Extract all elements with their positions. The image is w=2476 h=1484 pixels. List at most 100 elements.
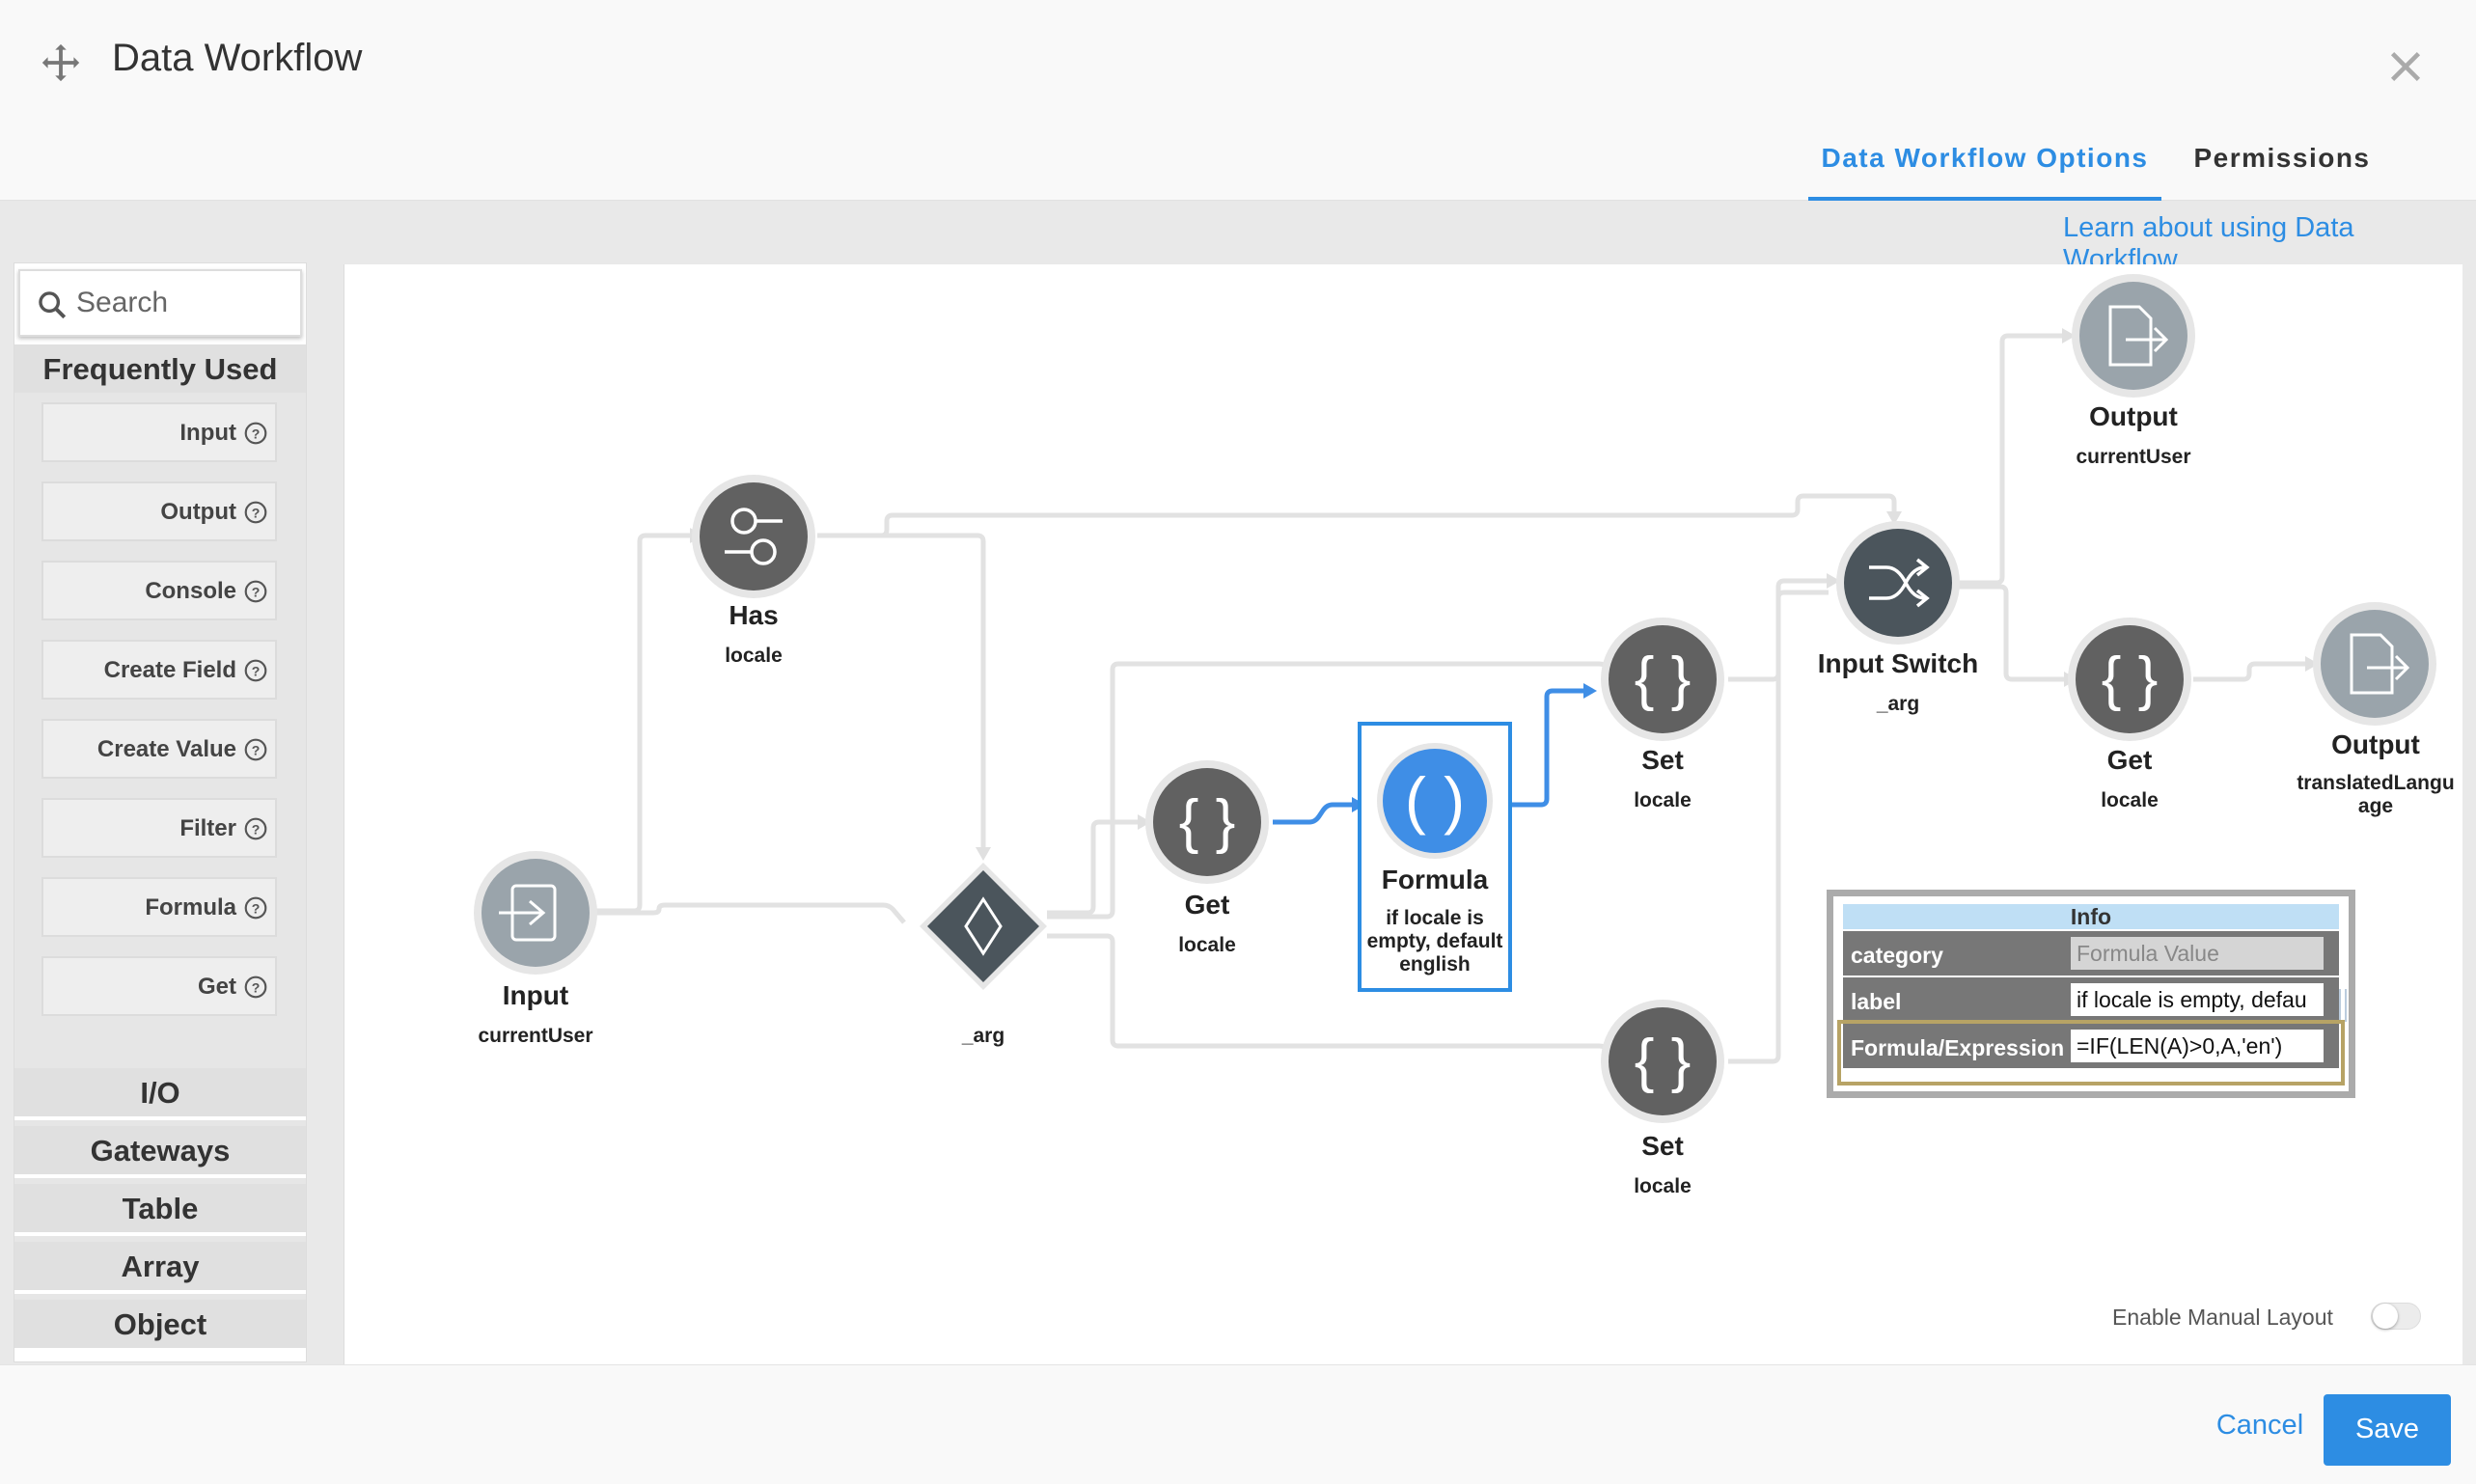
resize-handle[interactable] bbox=[2339, 989, 2347, 1022]
svg-text:?: ? bbox=[252, 742, 261, 757]
node-set2-label[interactable]: Set locale bbox=[1634, 1131, 1692, 1197]
node-get2: { } bbox=[2068, 618, 2191, 741]
dialog-header: Data Workflow Data Workflow Options Perm… bbox=[0, 0, 2476, 201]
info-row-category: category Formula Value bbox=[1843, 931, 2339, 976]
formula-highlight bbox=[1837, 1020, 2345, 1086]
palette-item-filter[interactable]: Filter ? bbox=[41, 798, 277, 858]
svg-text:{ }: { } bbox=[1635, 1028, 1692, 1094]
dialog-title: Data Workflow bbox=[112, 37, 363, 79]
category-gateways[interactable]: Gateways bbox=[14, 1126, 306, 1178]
toggle-knob bbox=[2373, 1304, 2398, 1329]
node-input-switch bbox=[1836, 521, 1960, 645]
label-field[interactable]: if locale is empty, defau bbox=[2071, 983, 2324, 1016]
palette-item-create-field[interactable]: Create Field ? bbox=[41, 640, 277, 700]
wire-set2-switch bbox=[1728, 590, 1829, 1064]
wire-formula-set1 bbox=[1502, 688, 1583, 808]
node-get2-label[interactable]: Get locale bbox=[2101, 745, 2159, 811]
palette-item-label: Output bbox=[160, 499, 236, 525]
wire-gateway-set1 bbox=[1047, 661, 1620, 920]
node-input bbox=[474, 851, 597, 975]
node-output1-label[interactable]: Output currentUser bbox=[2076, 401, 2191, 468]
workflow-canvas[interactable]: { } ( ) { } { } bbox=[344, 264, 2462, 1364]
palette-item-create-value[interactable]: Create Value ? bbox=[41, 719, 277, 779]
svg-text:{ }: { } bbox=[1635, 646, 1692, 712]
info-key: Formula/Expression bbox=[1851, 1035, 2065, 1060]
help-icon[interactable]: ? bbox=[243, 579, 268, 604]
node-has bbox=[692, 475, 815, 598]
palette-item-output[interactable]: Output ? bbox=[41, 481, 277, 541]
manual-layout-label: Enable Manual Layout bbox=[2112, 1305, 2333, 1330]
wire-gateway-get1 bbox=[1047, 819, 1138, 916]
palette-item-input[interactable]: Input ? bbox=[41, 402, 277, 462]
help-icon[interactable]: ? bbox=[243, 816, 268, 841]
node-output2 bbox=[2313, 602, 2436, 726]
manual-layout-toggle[interactable] bbox=[2371, 1303, 2421, 1330]
palette-item-label: Formula bbox=[145, 894, 236, 921]
move-icon[interactable] bbox=[39, 41, 83, 85]
svg-text:?: ? bbox=[252, 900, 261, 916]
help-icon[interactable]: ? bbox=[243, 737, 268, 762]
help-icon[interactable]: ? bbox=[243, 421, 268, 446]
svg-text:?: ? bbox=[252, 584, 261, 599]
learn-data-workflow-link[interactable]: Learn about using Data Workflow bbox=[2063, 212, 2354, 275]
info-row-label: label if locale is empty, defau bbox=[1843, 977, 2339, 1022]
wire-input-gateway bbox=[595, 902, 906, 924]
cancel-button[interactable]: Cancel bbox=[2215, 1410, 2304, 1441]
node-set1: { } bbox=[1601, 618, 1724, 741]
svg-text:{ }: { } bbox=[2102, 646, 2159, 712]
node-gateway-label[interactable]: _arg bbox=[961, 1025, 1005, 1047]
svg-text:?: ? bbox=[252, 663, 261, 678]
category-io[interactable]: I/O bbox=[14, 1068, 306, 1120]
search-box[interactable] bbox=[18, 269, 302, 337]
connection-wires: { } ( ) { } { } bbox=[474, 274, 2436, 1123]
node-formula-label[interactable]: Formula if locale is empty, default engl… bbox=[1366, 865, 1503, 976]
node-get1-label[interactable]: Get locale bbox=[1178, 890, 1236, 956]
svg-text:?: ? bbox=[252, 979, 261, 995]
wire-input-has bbox=[595, 533, 690, 914]
svg-text:?: ? bbox=[252, 505, 261, 520]
info-row-formula: Formula/Expression =IF(LEN(A)>0,A,'en') bbox=[1843, 1024, 2339, 1068]
palette-item-get[interactable]: Get ? bbox=[41, 956, 277, 1016]
wire-has-gateway bbox=[817, 533, 986, 853]
svg-text:?: ? bbox=[252, 426, 261, 441]
node-set1-label[interactable]: Set locale bbox=[1634, 745, 1692, 811]
node-output1 bbox=[2072, 274, 2195, 398]
formula-expression-field[interactable]: =IF(LEN(A)>0,A,'en') bbox=[2071, 1030, 2324, 1062]
node-get1: { } bbox=[1145, 760, 1269, 884]
info-title: Info bbox=[1843, 904, 2339, 929]
svg-text:?: ? bbox=[252, 821, 261, 837]
node-has-label[interactable]: Has locale bbox=[725, 600, 783, 667]
help-icon[interactable]: ? bbox=[243, 658, 268, 683]
node-palette: Frequently Used Input ? Output ? Console… bbox=[14, 262, 307, 1362]
svg-text:( ): ( ) bbox=[1405, 764, 1465, 836]
close-icon[interactable] bbox=[2383, 44, 2428, 89]
node-input-switch-label[interactable]: Input Switch _arg bbox=[1817, 648, 1979, 715]
category-array[interactable]: Array bbox=[14, 1242, 306, 1294]
palette-item-console[interactable]: Console ? bbox=[41, 561, 277, 620]
tab-permissions[interactable]: Permissions bbox=[2193, 143, 2371, 173]
category-frequently-used[interactable]: Frequently Used bbox=[14, 344, 306, 397]
node-input-label[interactable]: Input currentUser bbox=[478, 980, 593, 1047]
help-icon[interactable]: ? bbox=[243, 500, 268, 525]
palette-item-label: Console bbox=[145, 578, 236, 604]
wire-switch-output1 bbox=[1958, 333, 2062, 586]
search-input[interactable] bbox=[76, 281, 294, 325]
category-object[interactable]: Object bbox=[14, 1300, 306, 1352]
node-formula: ( ) bbox=[1358, 722, 1512, 992]
palette-item-label: Create Field bbox=[103, 657, 236, 683]
info-key: category bbox=[1851, 943, 1943, 968]
tab-data-workflow-options[interactable]: Data Workflow Options bbox=[1808, 135, 2161, 201]
palette-item-label: Filter bbox=[179, 815, 236, 841]
search-icon bbox=[39, 291, 67, 319]
wire-has-switch bbox=[817, 493, 1897, 538]
node-output2-label[interactable]: Output translatedLanguage bbox=[2297, 729, 2455, 817]
category-table[interactable]: Table bbox=[14, 1184, 306, 1236]
wire-switch-get2 bbox=[1958, 584, 2064, 682]
dialog-footer: Cancel Save bbox=[0, 1364, 2476, 1484]
wire-get2-output2 bbox=[2193, 661, 2305, 682]
help-icon[interactable]: ? bbox=[243, 975, 268, 1000]
help-icon[interactable]: ? bbox=[243, 895, 268, 921]
save-button[interactable]: Save bbox=[2324, 1394, 2451, 1466]
palette-item-label: Create Value bbox=[96, 736, 236, 762]
palette-item-formula[interactable]: Formula ? bbox=[41, 877, 277, 937]
